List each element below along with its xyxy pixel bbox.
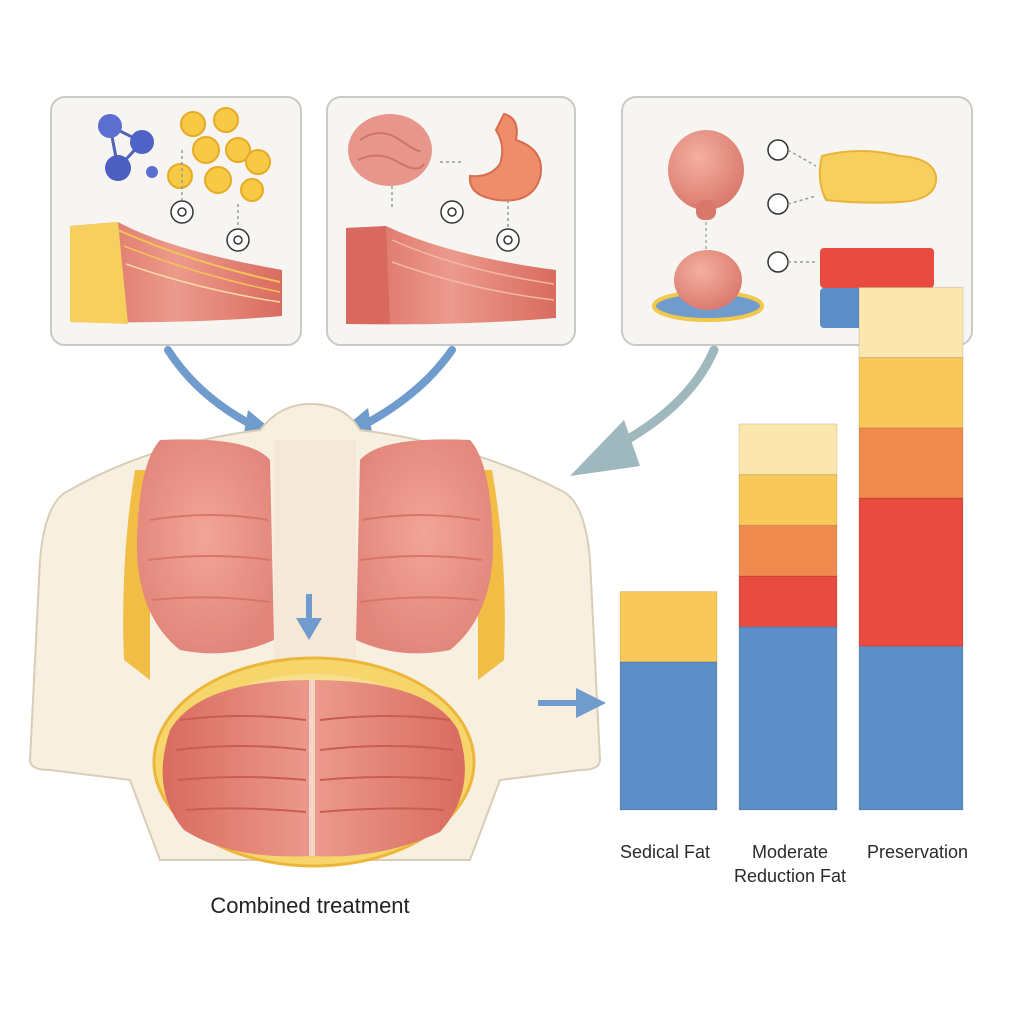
stomach-icon xyxy=(468,112,542,202)
abdominal-muscle xyxy=(152,656,476,868)
panel-brain-stomach xyxy=(326,96,576,346)
gear-icon xyxy=(767,139,789,161)
gear-icon xyxy=(767,251,789,273)
bar-segment-1-4 xyxy=(619,591,718,663)
left-lung xyxy=(136,439,274,654)
caption-combined-treatment: Combined treatment xyxy=(210,893,410,918)
bar-segment-3-4 xyxy=(858,357,964,429)
muscle-tissue-illustration xyxy=(70,222,282,324)
gear-icon xyxy=(496,228,520,252)
bar-segment-2-2 xyxy=(738,575,838,628)
organ-dish-icon xyxy=(652,250,764,322)
fat-tissue-block xyxy=(818,150,938,204)
organ-icon xyxy=(668,130,744,220)
bar-segment-2-4 xyxy=(738,474,838,526)
arrow-to-chart xyxy=(538,688,606,718)
bar-label-reduction-fat: Reduction Fat xyxy=(733,866,847,886)
stacked-bar-chart xyxy=(619,286,964,811)
down-arrow-icon xyxy=(296,594,322,640)
arrow-panel3-to-body xyxy=(570,345,719,476)
gear-icon xyxy=(226,228,250,252)
brain-icon xyxy=(348,114,432,210)
bar-segment-3-1 xyxy=(858,645,964,811)
torso-illustration xyxy=(28,402,602,868)
muscle-tissue-illustration xyxy=(346,226,556,325)
bar-label-moderate: Moderate xyxy=(751,842,829,862)
bar-segment-2-3 xyxy=(738,524,838,577)
bar-segment-3-5 xyxy=(858,286,964,359)
bar-label-sedical-fat: Sedical Fat xyxy=(619,842,711,862)
right-lung xyxy=(356,439,494,654)
bar-segment-1-1 xyxy=(619,661,718,811)
layer-block-red xyxy=(820,248,934,288)
gear-icon xyxy=(767,193,789,215)
gear-icon xyxy=(440,200,464,224)
panel-molecular-fat xyxy=(50,96,302,346)
bar-segment-2-1 xyxy=(738,626,838,811)
bar-segment-3-2 xyxy=(858,497,964,647)
bar-label-preservation: Preservation xyxy=(866,842,969,862)
bar-segment-2-5 xyxy=(738,423,838,476)
fat-cell-icon xyxy=(167,107,271,202)
bar-segment-3-3 xyxy=(858,427,964,499)
gear-icon xyxy=(170,200,194,224)
molecule-icon xyxy=(98,114,158,181)
